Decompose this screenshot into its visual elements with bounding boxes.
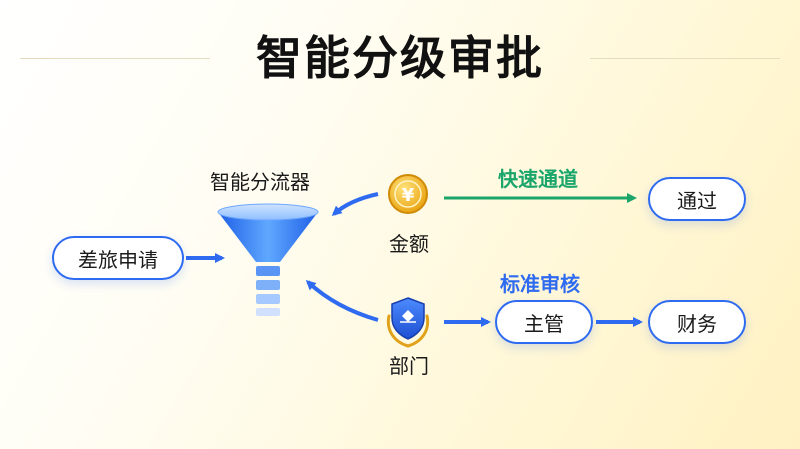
finance-label: 财务 [677, 311, 717, 336]
shield-badge-icon [386, 297, 430, 348]
coin-yen-icon: ¥ [388, 174, 428, 214]
svg-text:¥: ¥ [402, 185, 415, 206]
department-label: 部门 [389, 354, 429, 378]
supervisor-label: 主管 [524, 311, 564, 336]
finance-node: 财务 [648, 300, 746, 344]
travel-request-node: 差旅申请 [52, 236, 184, 280]
arrow-amount-to-funnel [331, 192, 379, 216]
standard-review-label: 标准审核 [500, 272, 580, 296]
page-title: 智能分级审批 [256, 31, 544, 85]
title-divider-right [590, 58, 780, 59]
supervisor-node: 主管 [495, 300, 593, 344]
travel-request-label: 差旅申请 [78, 247, 158, 272]
pass-label: 通过 [677, 188, 717, 213]
arrow-department-to-funnel [305, 279, 379, 322]
title-divider-left [20, 58, 210, 59]
amount-label: 金额 [389, 232, 429, 256]
funnel-label: 智能分流器 [210, 170, 310, 194]
fast-track-label: 快速通道 [498, 167, 578, 191]
pass-node: 通过 [648, 177, 746, 221]
funnel-icon [217, 203, 319, 316]
